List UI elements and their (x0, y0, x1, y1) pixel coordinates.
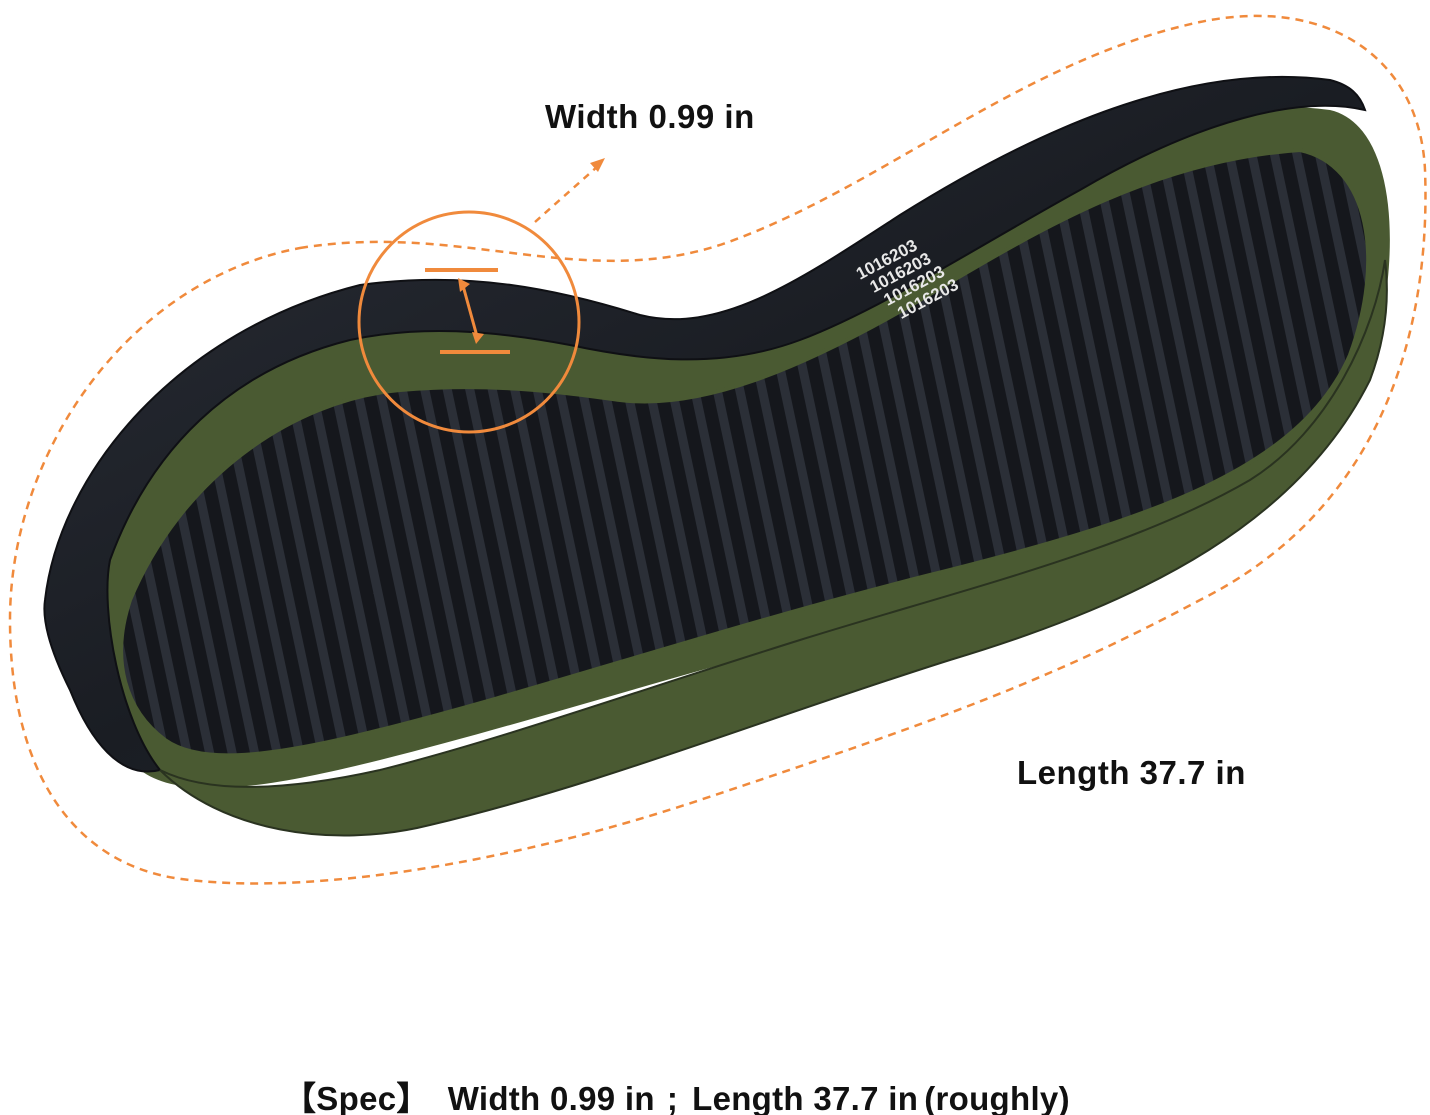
width-arrow-icon (425, 268, 510, 354)
length-label: Length 37.7 in (1017, 754, 1246, 791)
length-outline-dashed (8, 14, 1427, 885)
belt-teeth (119, 147, 1371, 758)
spec-length: Length 37.7 in (692, 1080, 919, 1115)
spec-separator: ; (666, 1080, 679, 1115)
spec-note: (roughly) (924, 1080, 1070, 1115)
belt-outer-band (43, 75, 1367, 773)
magnifier-circle-icon (357, 210, 581, 434)
dashed-pointer-arrow-icon (534, 158, 605, 223)
spec-bracket: 【Spec】 (283, 1080, 430, 1115)
spec-width: Width 0.99 in (447, 1080, 655, 1115)
width-label: Width 0.99 in (545, 98, 755, 135)
belt-lower-band (159, 259, 1388, 837)
spec-caption: 【Spec】 Width 0.99 in; Length 37.7 in(rough… (283, 1072, 1070, 1115)
